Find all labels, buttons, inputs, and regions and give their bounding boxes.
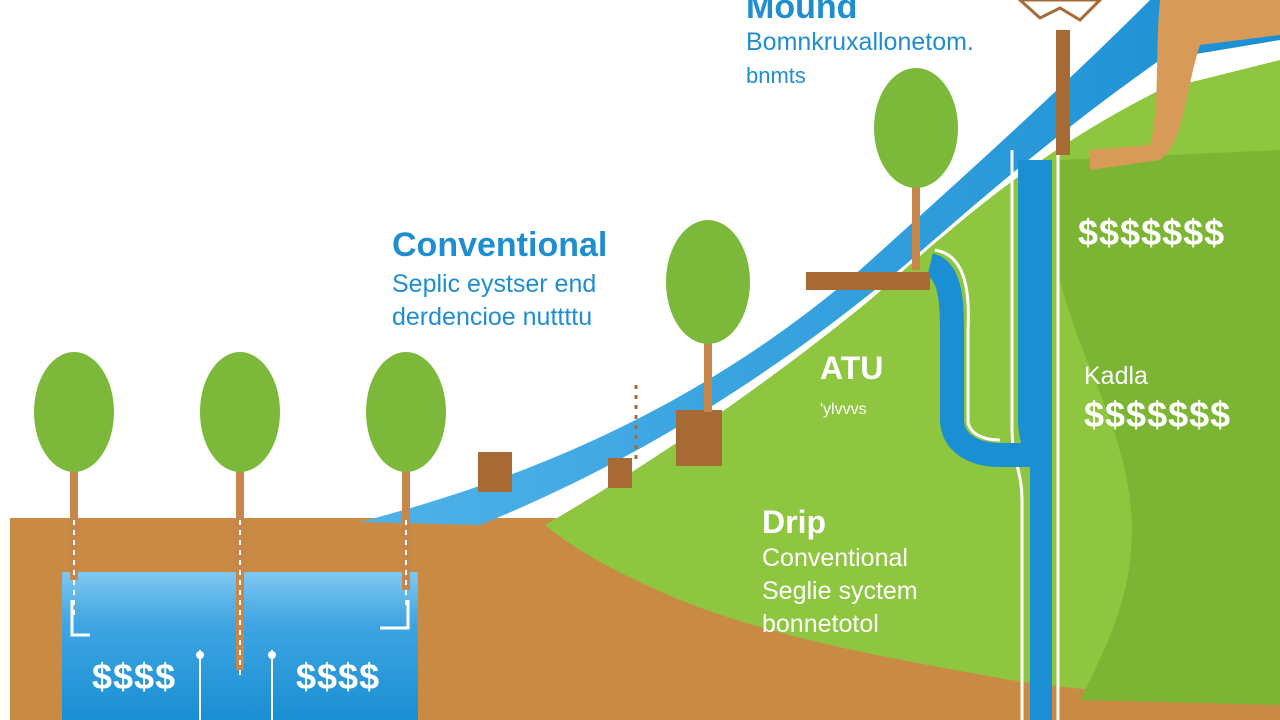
tree-1 — [34, 352, 114, 620]
atu-outlet-pipe-edge — [934, 248, 1001, 442]
mound-line-2: bnmts — [746, 63, 806, 88]
green-hill-right — [1060, 150, 1280, 705]
drip-title: Drip — [762, 504, 826, 540]
mound-line-1: Bomnkruxallonetom. — [746, 28, 974, 56]
hillside-water-band — [360, 0, 1280, 525]
drip-line-3: bonnetotol — [762, 610, 879, 638]
mound-title: Mound — [746, 0, 858, 26]
mound-flag-icon — [1017, 0, 1103, 22]
conventional-title: Conventional — [392, 226, 608, 264]
atu-outlet-pipe — [925, 253, 1030, 467]
cost-upper-right: $$$$$$$ — [1078, 212, 1226, 253]
vent-post-2 — [608, 458, 632, 488]
cost-tank-right: $$$$ — [296, 656, 381, 697]
atu-line-1: 'ylvvvs — [820, 401, 867, 418]
tank-valve-right — [268, 651, 276, 659]
vent-post-1 — [478, 452, 512, 492]
tank-valve-left — [196, 651, 204, 659]
mound-post — [1056, 30, 1070, 155]
cost-lower-right: $$$$$$$ — [1084, 394, 1232, 435]
tree-4 — [666, 220, 750, 412]
tree-2 — [200, 352, 280, 680]
drip-line-2: Seglie syctem — [762, 577, 918, 605]
tree-5 — [874, 68, 958, 270]
conventional-line-2: derdencioe nuttttu — [392, 303, 593, 331]
vertical-drain-pipe — [1018, 160, 1052, 720]
tree-3 — [366, 352, 446, 610]
atu-platform — [806, 272, 930, 290]
soil-cap-top-right — [1090, 0, 1280, 170]
conventional-line-1: Seplic eystser end — [392, 270, 597, 298]
right-label-line-1: Kadla — [1084, 362, 1148, 390]
tank-inner-line — [70, 600, 410, 637]
cost-tank-left: $$$$ — [92, 656, 177, 697]
drip-line-1: Conventional — [762, 544, 908, 572]
vent-post-3 — [676, 410, 722, 466]
atu-title: ATU — [820, 350, 884, 386]
